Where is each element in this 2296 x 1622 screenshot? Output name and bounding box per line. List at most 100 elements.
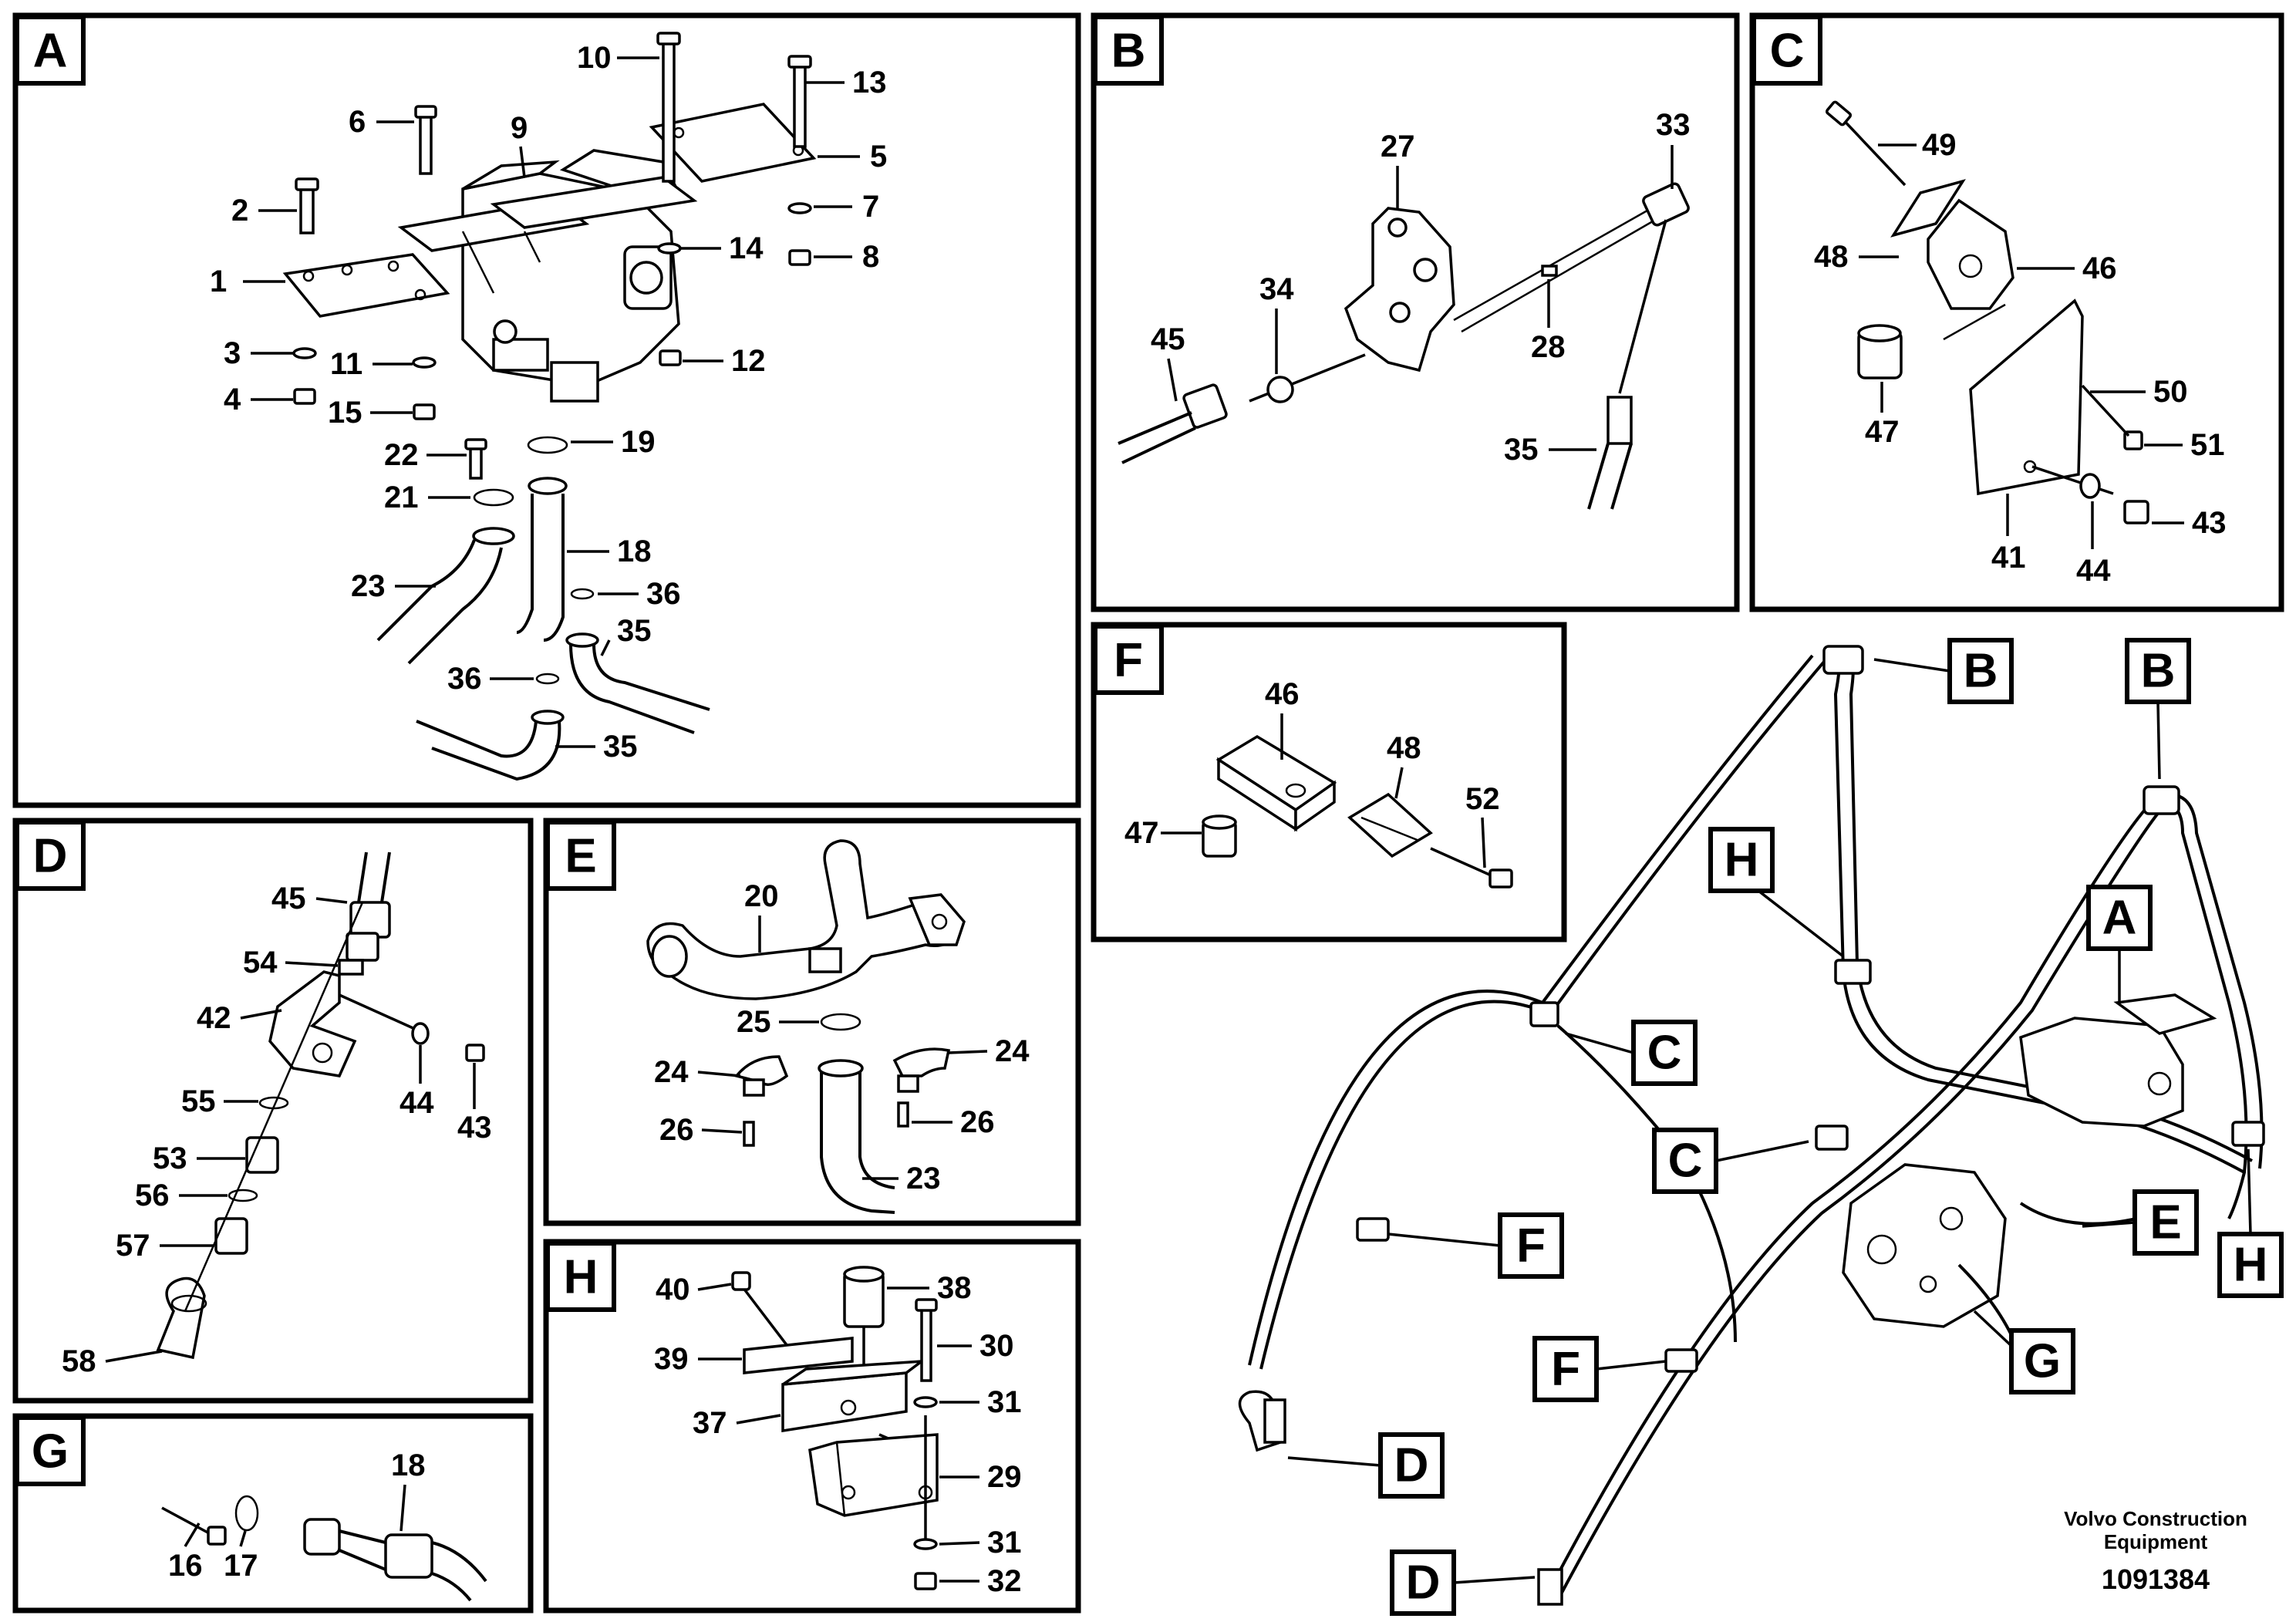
svg-text:F: F <box>1551 1343 1580 1396</box>
part-label: 24 <box>995 1034 1030 1068</box>
part-label: 30 <box>979 1329 1014 1363</box>
panel-b-labels: 27 33 34 45 28 35 <box>1151 108 1691 467</box>
panel-e-drawing <box>646 839 966 1214</box>
part-label: 41 <box>1991 541 2026 575</box>
overview-tag-c: C <box>1565 1020 1698 1086</box>
part-label: 12 <box>731 344 766 378</box>
svg-text:H: H <box>1725 834 1759 887</box>
part-label: 31 <box>987 1526 1022 1560</box>
panel-e-frame <box>543 818 1081 1226</box>
drawing-number: 1091384 <box>2102 1563 2210 1595</box>
overview-tag-f: F <box>1387 1212 1564 1279</box>
part-label: 57 <box>116 1229 150 1263</box>
company-line-2: Equipment <box>2104 1530 2208 1553</box>
part-label: 45 <box>271 882 306 916</box>
part-label: 44 <box>2076 554 2111 588</box>
part-label: 43 <box>457 1111 492 1145</box>
company-line-1: Volvo Construction <box>2064 1507 2247 1530</box>
part-label: 34 <box>1259 272 1294 306</box>
svg-text:A: A <box>33 25 68 78</box>
overview-tag-h: H <box>2217 1148 2284 1298</box>
part-label: 2 <box>231 194 248 228</box>
part-label: 37 <box>693 1406 727 1440</box>
part-label: 7 <box>862 190 879 224</box>
panel-e-labels: 20 25 24 24 26 26 23 <box>654 879 1030 1195</box>
part-label: 38 <box>937 1271 972 1305</box>
overview-tag-f: F <box>1532 1336 1667 1402</box>
panel-g-frame <box>12 1413 534 1614</box>
part-label: 56 <box>135 1179 170 1212</box>
part-label: 35 <box>603 730 638 764</box>
part-label: 10 <box>577 41 612 75</box>
svg-text:H: H <box>2234 1239 2268 1292</box>
svg-text:C: C <box>1647 1027 1682 1080</box>
panel-a-labels: 1 2 3 4 5 6 7 8 9 10 11 12 13 14 15 18 1… <box>210 41 887 764</box>
part-label: 33 <box>1656 108 1691 142</box>
panel-f-frame <box>1091 622 1567 943</box>
part-label: 26 <box>659 1113 694 1147</box>
overview-tags: B B H A C C E H F F G D D <box>1287 638 2284 1616</box>
part-label: 23 <box>351 569 386 603</box>
panel-d-drawing <box>156 851 485 1360</box>
part-label: 18 <box>617 534 652 568</box>
svg-text:E: E <box>2149 1196 2181 1249</box>
part-label: 9 <box>511 111 528 145</box>
svg-text:A: A <box>2102 892 2137 945</box>
part-label: 23 <box>906 1162 941 1195</box>
part-label: 18 <box>391 1448 426 1482</box>
part-label: 13 <box>852 66 887 99</box>
part-label: 45 <box>1151 322 1185 356</box>
part-label: 44 <box>400 1086 434 1120</box>
svg-text:C: C <box>1770 25 1805 78</box>
panel-b-tag: B <box>1093 15 1164 86</box>
part-label: 6 <box>349 105 366 139</box>
panel-d-frame <box>12 818 534 1404</box>
part-label: 49 <box>1922 128 1957 162</box>
part-label: 48 <box>1387 731 1421 765</box>
part-label: 36 <box>646 577 681 611</box>
svg-text:G: G <box>32 1425 69 1479</box>
svg-text:D: D <box>33 830 68 883</box>
part-label: 35 <box>1504 433 1539 467</box>
part-label: 39 <box>654 1342 689 1376</box>
part-label: 14 <box>729 231 764 265</box>
overview-tag-c: C <box>1652 1128 1809 1194</box>
panel-f-labels: 46 48 52 47 <box>1124 677 1500 868</box>
part-label: 43 <box>2192 506 2227 540</box>
part-label: 26 <box>960 1105 995 1139</box>
part-label: 55 <box>181 1084 216 1118</box>
part-label: 50 <box>2153 375 2188 409</box>
part-label: 42 <box>197 1001 231 1035</box>
panel-a-drawing <box>282 32 817 781</box>
svg-text:B: B <box>1111 25 1146 78</box>
svg-text:D: D <box>1406 1556 1441 1610</box>
part-label: 5 <box>870 140 887 174</box>
part-label: 46 <box>2082 251 2117 285</box>
svg-text:G: G <box>2024 1335 2061 1388</box>
part-label: 19 <box>621 425 656 459</box>
part-label: 46 <box>1265 677 1300 711</box>
part-label: 52 <box>1465 782 1500 816</box>
part-label: 53 <box>153 1141 187 1175</box>
part-label: 58 <box>62 1344 96 1378</box>
part-label: 3 <box>224 336 241 370</box>
part-label: 27 <box>1381 130 1415 164</box>
panel-c-drawing <box>1825 100 2149 524</box>
svg-text:D: D <box>1394 1439 1429 1492</box>
part-label: 11 <box>330 347 362 381</box>
panel-h-labels: 40 38 30 39 31 37 29 31 32 <box>654 1271 1022 1598</box>
overview-tag-b: B <box>2125 638 2191 780</box>
overview-tag-e: E <box>2082 1189 2199 1256</box>
part-label: 16 <box>168 1549 203 1583</box>
overview-tag-a: A <box>2086 885 2153 1003</box>
overview-tag-h: H <box>1708 827 1845 958</box>
part-label: 21 <box>384 481 419 514</box>
part-label: 4 <box>224 383 241 416</box>
overview-tag-d: D <box>1287 1432 1445 1499</box>
svg-text:E: E <box>565 830 596 883</box>
panel-b-frame <box>1091 12 1740 612</box>
panel-h-drawing <box>731 1266 939 1590</box>
svg-text:H: H <box>564 1251 598 1304</box>
panel-a-frame <box>12 12 1081 808</box>
part-label: 17 <box>224 1549 258 1583</box>
